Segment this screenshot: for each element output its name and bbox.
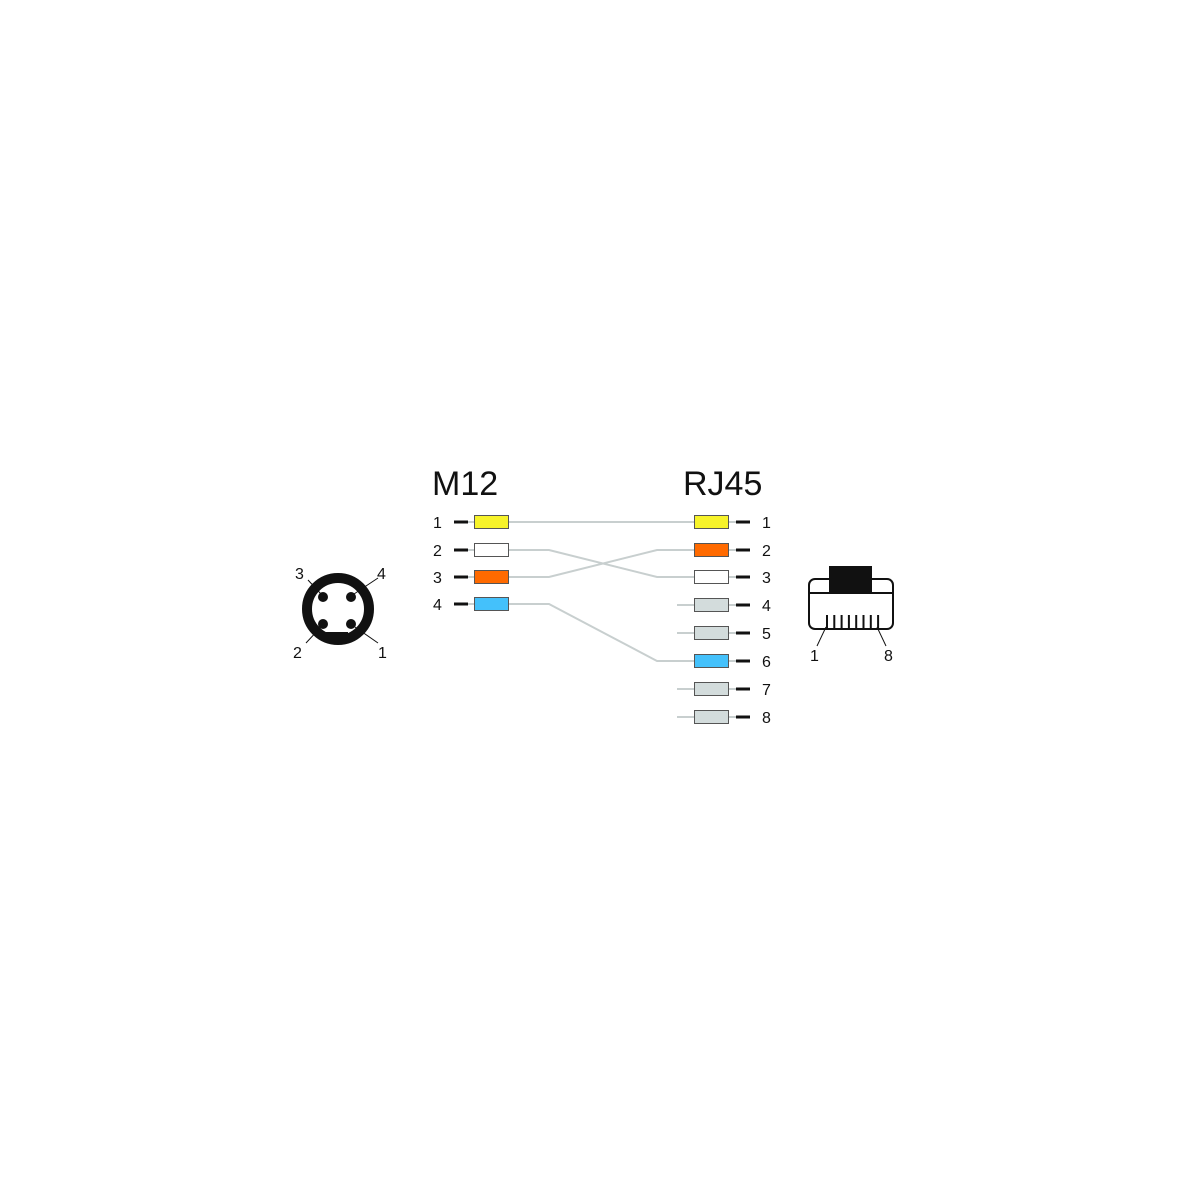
- rj45-pin-list: 1 2 3 4 5 6 7 8: [677, 515, 771, 727]
- m12-pin-list: 1 2 3 4: [433, 515, 509, 614]
- pin-dash: [736, 520, 750, 524]
- rj45-pin-3: 3: [694, 570, 771, 587]
- m12-pin-1: 1: [433, 515, 509, 532]
- pin-dash: [454, 602, 468, 606]
- rj45-pin-label: 5: [762, 626, 771, 643]
- m12-title: M12: [432, 465, 498, 503]
- rj45-pin-5: 5: [677, 626, 771, 643]
- rj45-pin-1: 1: [694, 515, 771, 532]
- rj45-pin-2: 2: [694, 543, 771, 560]
- m12-pin-label: 2: [433, 543, 442, 560]
- m12-pin-2: 2: [433, 543, 509, 560]
- rj45-pin-6: 6: [694, 654, 771, 671]
- rj45-face-label-8: 8: [884, 648, 893, 665]
- rj45-pin-label: 3: [762, 570, 771, 587]
- pin-dash: [736, 548, 750, 552]
- rj45-pin-label: 1: [762, 515, 771, 532]
- wire-m12-3-to-rj45-2: [509, 549, 694, 578]
- rj45-pin-4: 4: [677, 598, 771, 615]
- rj45-pin-color-box: [694, 598, 729, 612]
- m12-face-label-2: 2: [293, 645, 302, 662]
- rj45-pin-color-box: [694, 710, 729, 724]
- wires: [509, 521, 694, 662]
- rj45-pin-8: 8: [677, 710, 771, 727]
- m12-pin-label: 3: [433, 570, 442, 587]
- m12-pin-label: 1: [433, 515, 442, 532]
- rj45-pin-color-box: [694, 570, 729, 584]
- pin-dash: [736, 687, 750, 691]
- m12-pin-color-box: [474, 515, 509, 529]
- m12-face-label-1: 1: [378, 645, 387, 662]
- wire-m12-4-to-rj45-6: [509, 603, 694, 662]
- m12-pin-color-box: [474, 570, 509, 584]
- rj45-pin-color-box: [694, 654, 729, 668]
- pin-dash: [736, 631, 750, 635]
- rj45-pin-color-box: [694, 626, 729, 640]
- m12-pin-color-box: [474, 597, 509, 611]
- pin-dash: [736, 715, 750, 719]
- rj45-pin-label: 4: [762, 598, 771, 615]
- rj45-pin-color-box: [694, 515, 729, 529]
- rj45-pin-color-box: [694, 543, 729, 557]
- rj45-pin-label: 6: [762, 654, 771, 671]
- rj45-title: RJ45: [683, 465, 762, 503]
- rj45-plug-face-icon: 1 8: [808, 566, 894, 665]
- m12-face-label-3: 3: [295, 566, 304, 583]
- m12-pin-label: 4: [433, 597, 442, 614]
- pin-dash: [736, 603, 750, 607]
- pin-dash: [454, 575, 468, 579]
- m12-pin-4: 4: [433, 597, 509, 614]
- pin-dash: [454, 520, 468, 524]
- m12-pin-color-box: [474, 543, 509, 557]
- m12-connector-face-icon: 1 2 3 4: [293, 566, 387, 662]
- pin-dash: [736, 575, 750, 579]
- rj45-pin-label: 8: [762, 710, 771, 727]
- rj45-face-label-1: 1: [810, 648, 819, 665]
- rj45-pin-7: 7: [677, 682, 771, 699]
- pin-dash: [454, 548, 468, 552]
- rj45-pin-label: 2: [762, 543, 771, 560]
- rj45-pin-color-box: [694, 682, 729, 696]
- m12-pin-3: 3: [433, 570, 509, 587]
- rj45-pin-label: 7: [762, 682, 771, 699]
- m12-face-label-4: 4: [377, 566, 386, 583]
- pin-dash: [736, 659, 750, 663]
